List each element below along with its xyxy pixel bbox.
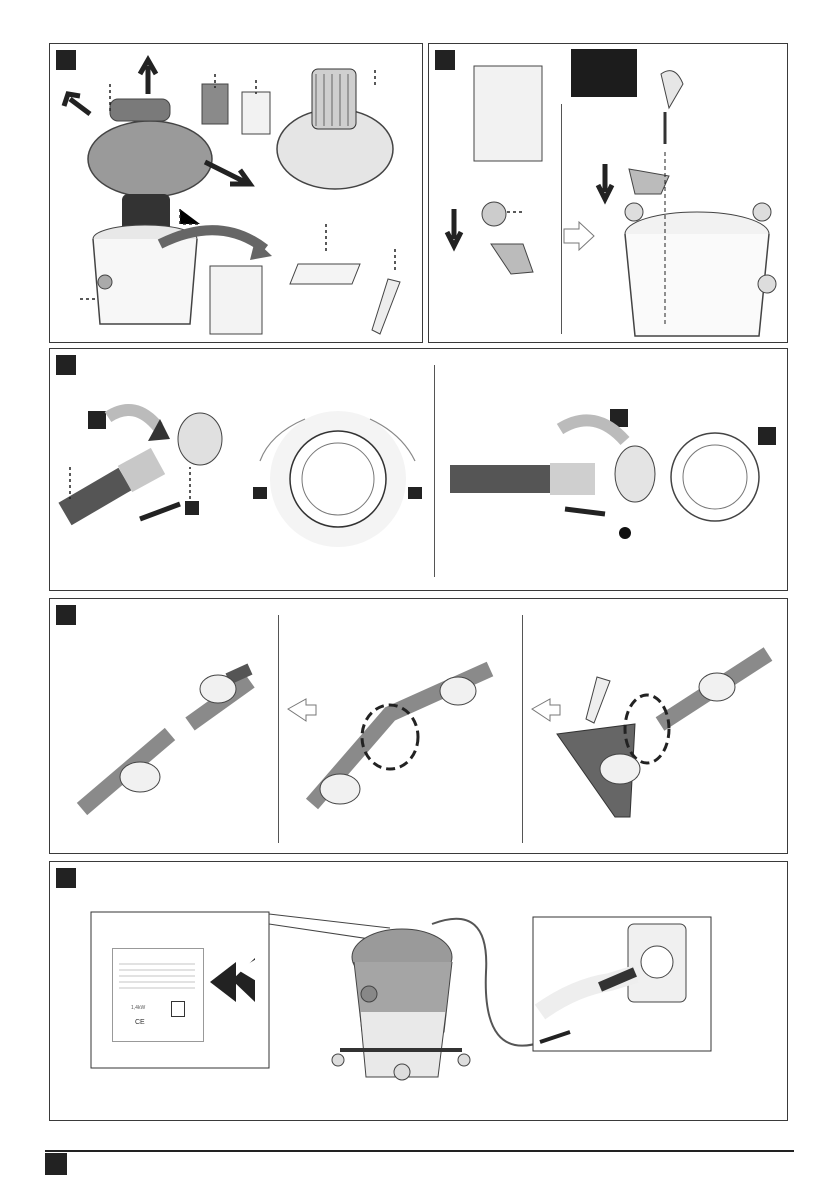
rotate-arrow-icon: [108, 410, 158, 427]
crevice-nozzle: [372, 279, 400, 334]
lift-arrow-icon: [140, 60, 156, 94]
tilt-arrow-icon: [64, 94, 90, 114]
accessory-bag: [210, 266, 262, 334]
castors-illustration: [429, 44, 788, 343]
cartridge-filter: [312, 69, 356, 129]
next-arrow-icon-2: [532, 699, 560, 721]
next-step-arrow-icon: [564, 222, 594, 250]
inlet-adapter: [615, 446, 655, 502]
castor-holder: [491, 244, 533, 274]
castor-bag: [474, 66, 542, 161]
panel-unpacking: [49, 43, 423, 343]
press-arrow-icon: [447, 209, 461, 246]
rating-plate: 1,4kW CE: [112, 948, 204, 1042]
manual-booklet: [290, 264, 360, 284]
carry-handle: [110, 99, 170, 121]
container-inverted: [625, 234, 769, 336]
eye-icon: [240, 975, 246, 981]
filter-bag-1: [202, 84, 228, 124]
unlock-icon: [253, 487, 267, 499]
rating-plate-power: 1,4kW: [131, 1005, 145, 1011]
screwdriver-hand: [661, 71, 683, 108]
hand-glove-icon: [200, 675, 236, 703]
filter-bag-2: [242, 92, 270, 134]
castor-wheel: [482, 202, 506, 226]
slide-arrow-icon: [205, 162, 250, 184]
unpacking-illustration: [50, 44, 423, 343]
rating-plate-lines: [119, 959, 195, 993]
hose-illustration: [50, 349, 788, 591]
panel-hose: [49, 348, 788, 591]
weee-bin-icon: [171, 1001, 185, 1017]
hose-connector: [178, 413, 222, 465]
panel-castors: [428, 43, 788, 343]
next-arrow-icon-1: [288, 699, 316, 721]
tubes-illustration: [50, 599, 788, 854]
page-number-box: [45, 1153, 67, 1175]
motor-head: [88, 121, 212, 197]
footer-rule: [45, 1150, 794, 1152]
lock-icon: [408, 487, 422, 499]
alignment-dot: [619, 527, 631, 539]
panel-tubes: [49, 598, 788, 854]
ce-mark: CE: [135, 1019, 145, 1026]
crevice-tool: [586, 677, 610, 723]
suction-hose: [65, 479, 125, 514]
